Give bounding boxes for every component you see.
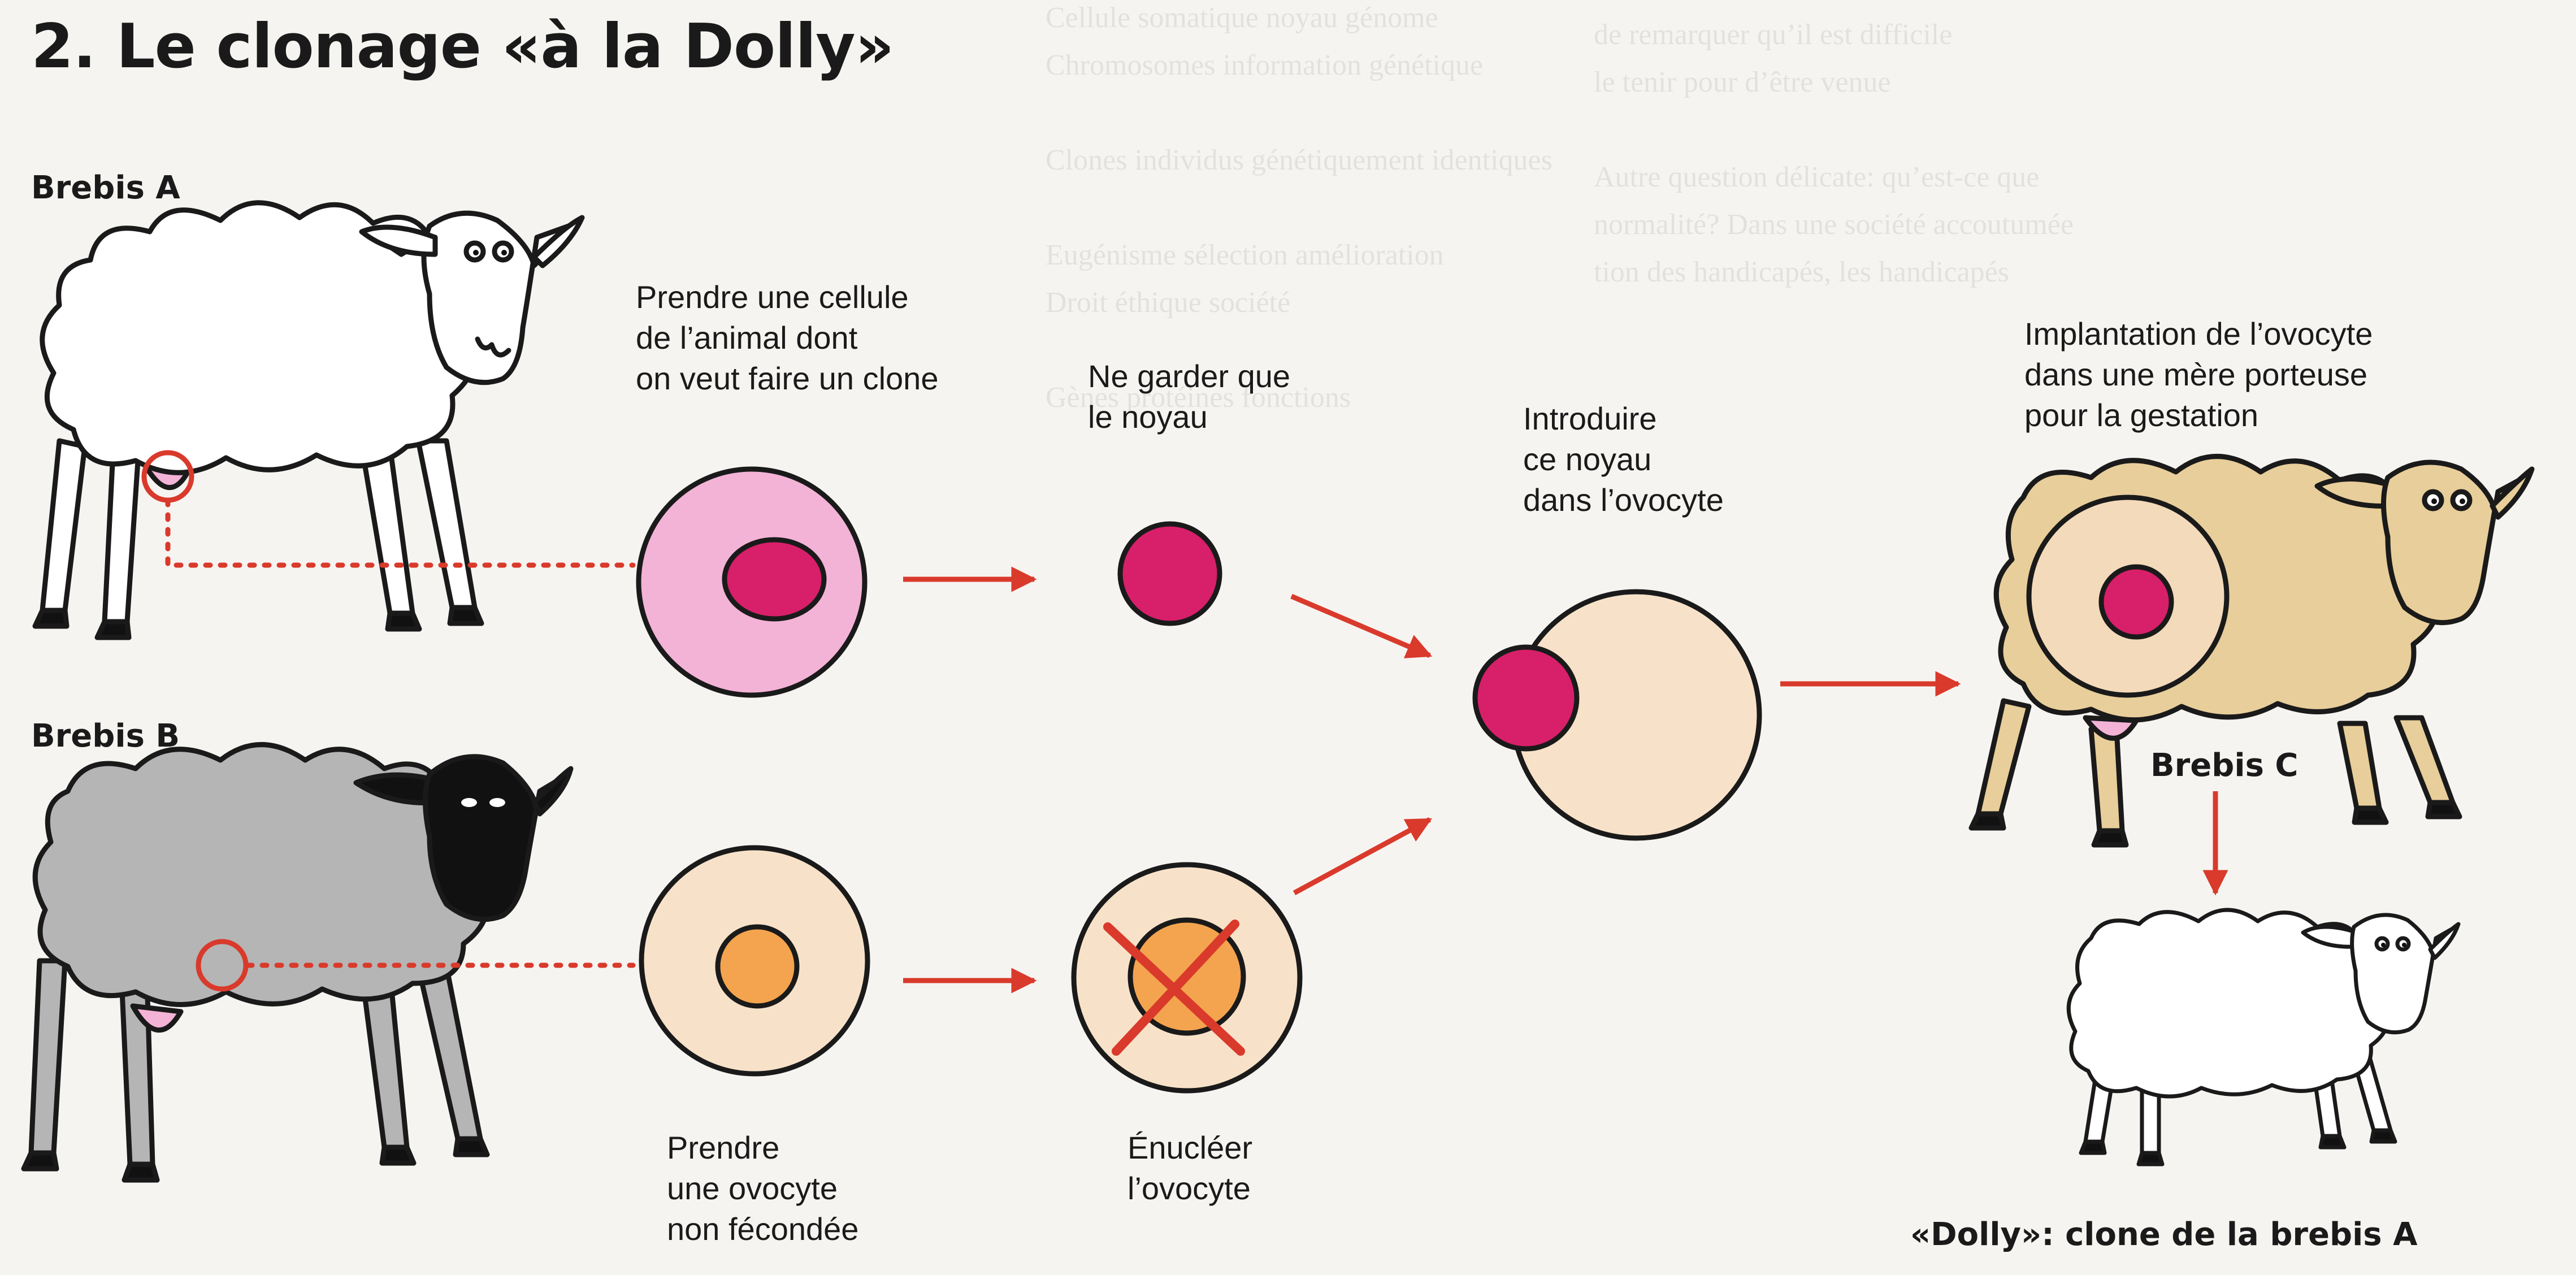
somatic-cell-nucleus [722,537,827,622]
sheep-c-ear-left [2314,476,2396,509]
label-brebis-a: Brebis A [31,170,180,206]
sheep-c-udder [2083,715,2139,741]
sheep-dolly-body [2066,908,2391,1099]
sheep-b-ear-left [353,772,438,806]
sheep-a [32,200,585,640]
background-bleed-left: Cellule somatique noyau génome Chromosom… [1046,2,1552,414]
sheep-c-leg [2393,715,2456,805]
sheep-c-leg [2088,726,2125,834]
isolated-nucleus [1117,521,1222,626]
sheep-b-leg [28,958,68,1156]
label-brebis-b: Brebis B [31,718,180,754]
label-dolly: «Dolly»: clone de la brebis A [1910,1216,2418,1253]
sheep-c-leg [1975,698,2032,817]
sheep-a-leg [102,449,141,625]
sheep-a-hoof [94,619,132,640]
background-bleed-right: de remarquer qu’il est difficile le teni… [1594,19,2074,288]
step-implantation: Implantation de l’ovocyte dans une mère … [2024,316,2373,433]
sheep-a-leg [415,438,478,610]
sheep-a-hoof [32,608,70,629]
sheep-a-ear-left [359,224,438,257]
step-enucleer: Énucléer l’ovocyte [1127,1130,1253,1206]
sheep-a-hoof [447,605,484,626]
fused-cell-nucleus [1472,644,1580,752]
step-prendre-ovocyte: Prendre une ovocyte non fécondée [667,1130,859,1247]
sheep-b-leg [415,964,483,1142]
sheep-c-ear [2490,466,2535,520]
arrow-nucleus-to-fusion [1290,593,1433,658]
sheep-a-ear [531,215,585,268]
arrow-enucleate-to-fusion [1293,817,1432,895]
label-brebis-c: Brebis C [2150,747,2299,784]
implanted-oocyte-nucleus [2098,564,2174,640]
sheep-a-leg [359,444,415,616]
sheep-c-head [2381,459,2532,626]
step-introduire: Introduire ce noyau dans l’ovocyte [1523,401,1724,518]
page-title: 2. Le clonage «à la Dolly» [31,11,894,82]
step-prendre-cellule: Prendre une cellule de l’animal dont on … [636,279,939,396]
sheep-a-leg [40,438,88,613]
sheep-b-ear [531,766,574,817]
sheep-dolly [2066,908,2461,1166]
sheep-c-leg [2337,721,2382,811]
sheep-b [21,742,574,1183]
oocyte-nucleus [715,924,800,1009]
sheep-a-hoof [385,610,422,632]
dotted-link-a [165,497,636,568]
cross-out-icon [1103,920,1245,1056]
sheep-b-udder [130,1003,184,1033]
sheep-a-body [40,200,480,475]
sheep-b-head [423,754,571,922]
sheep-dolly-head [2350,913,2458,1035]
step-garder-noyau: Ne garder que le noyau [1088,358,1291,435]
